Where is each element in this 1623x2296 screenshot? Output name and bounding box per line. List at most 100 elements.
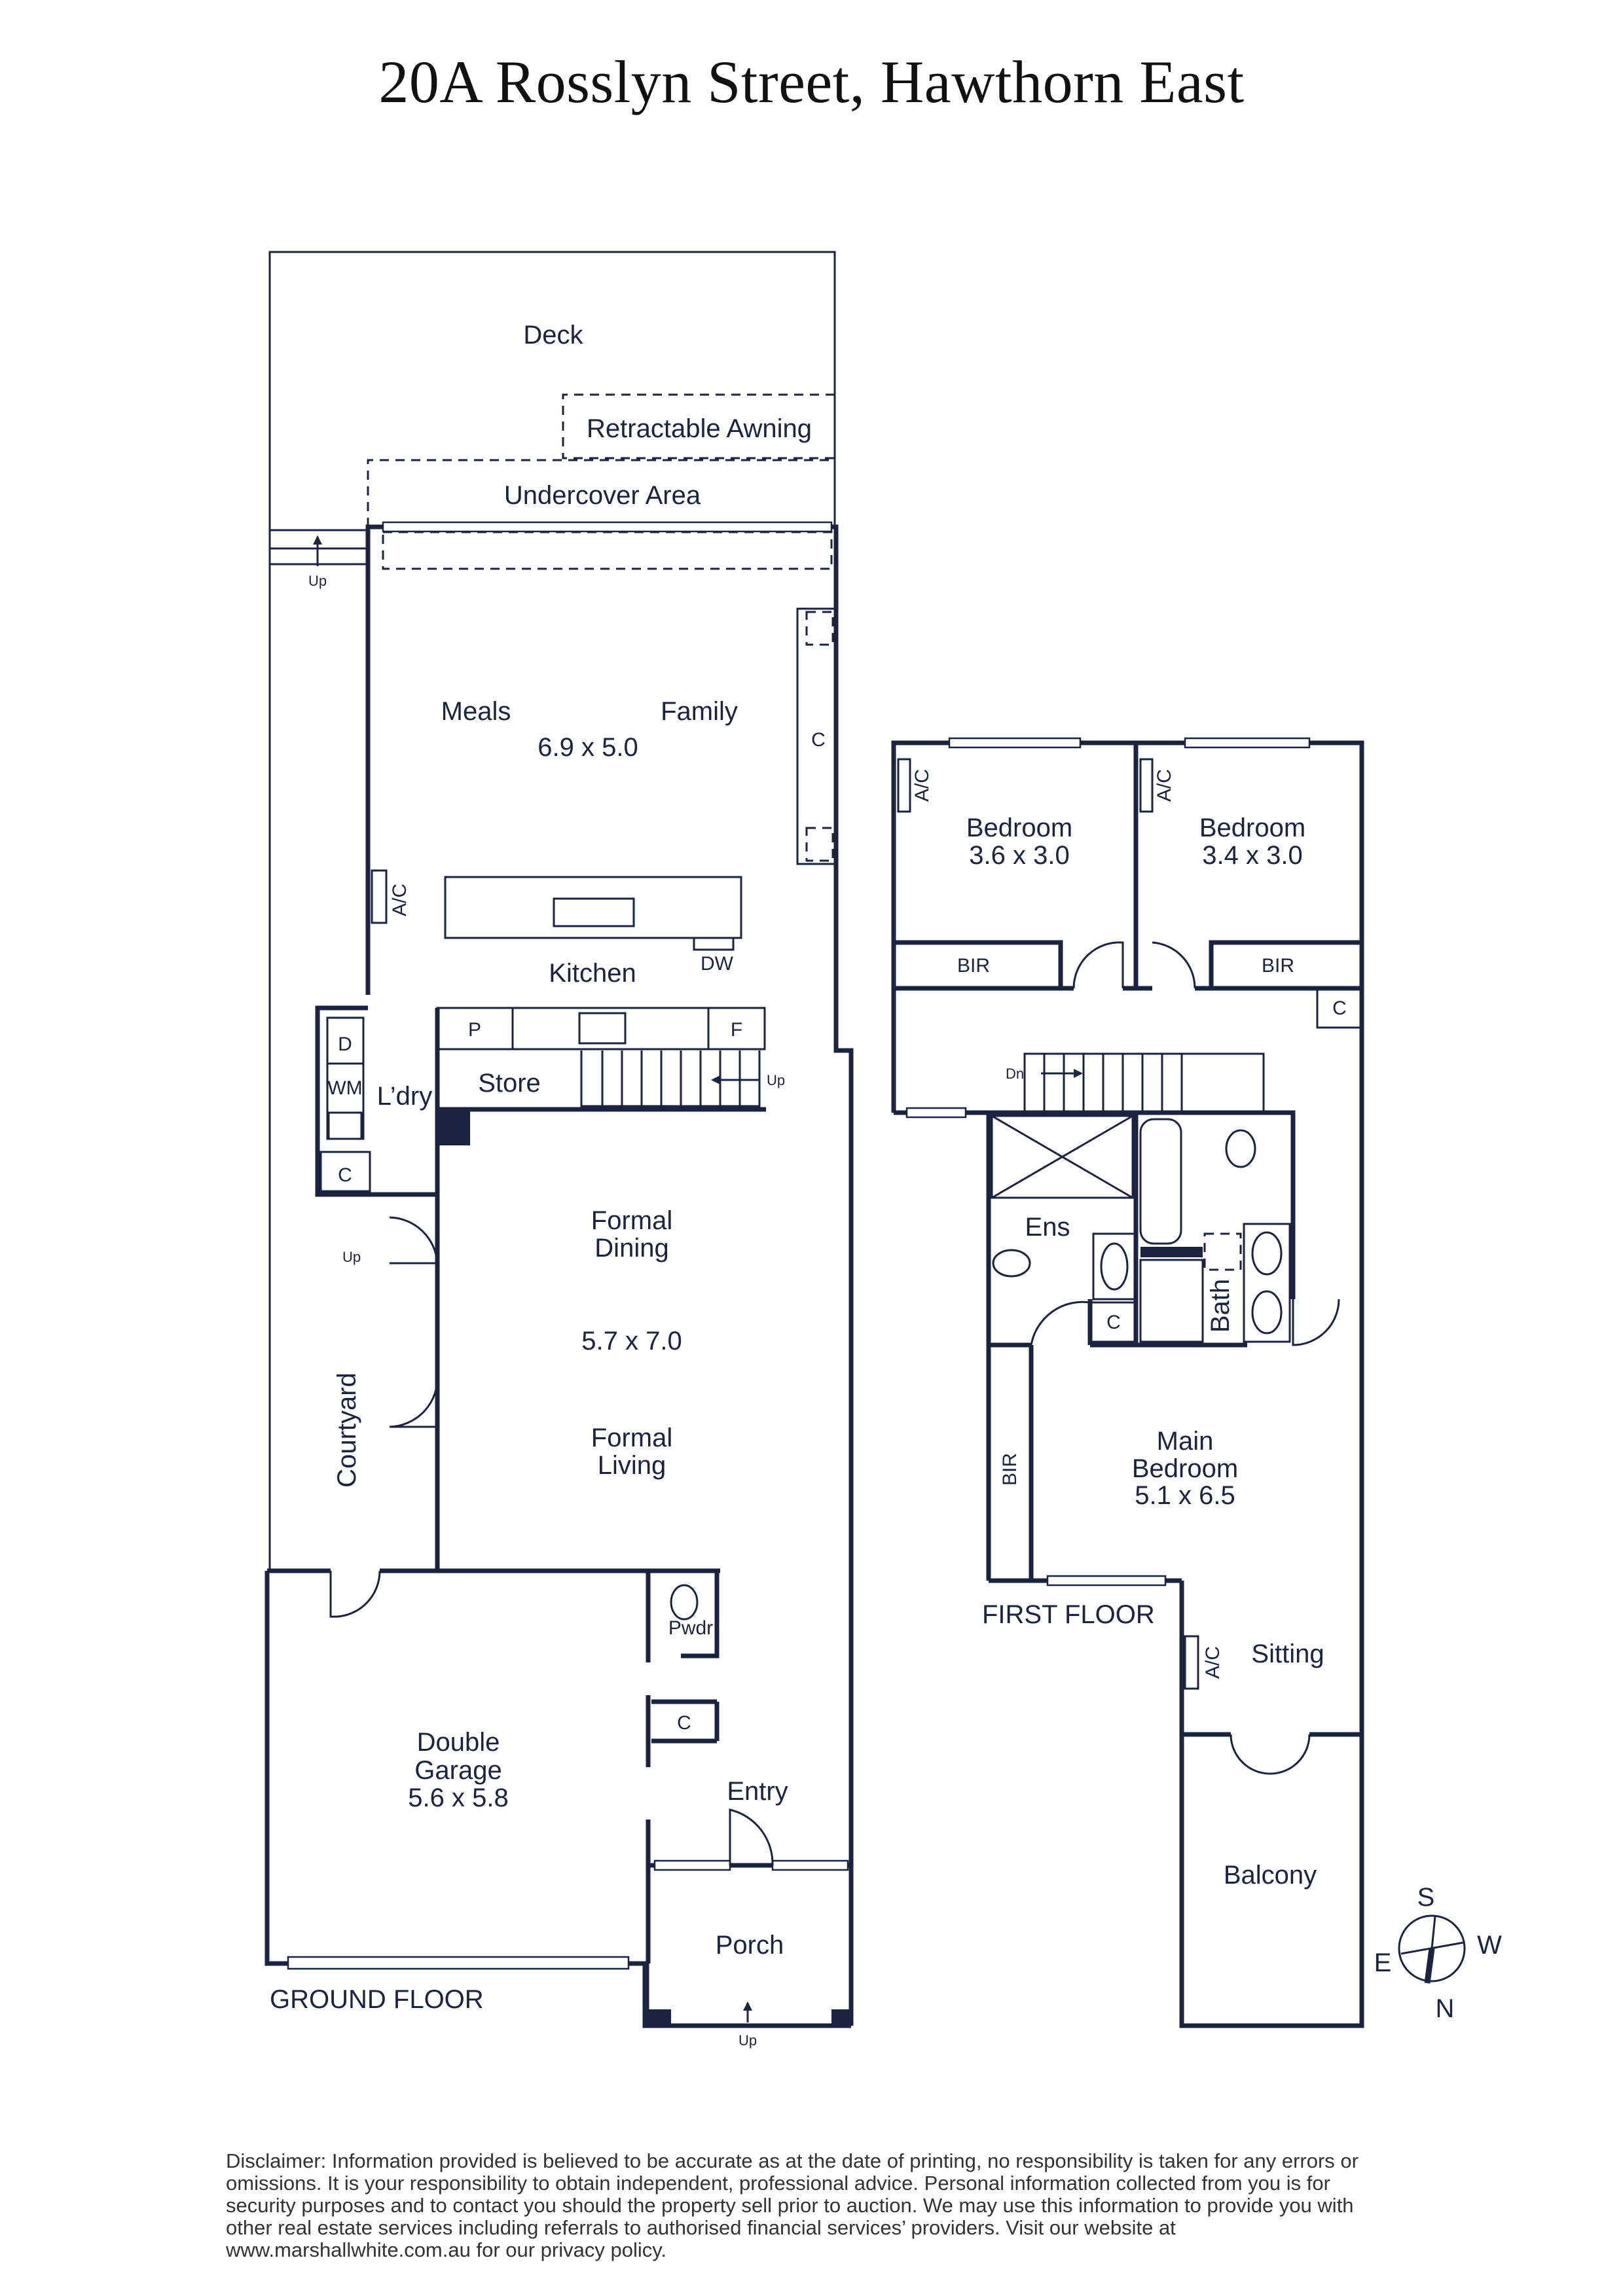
shower-bath — [1139, 1259, 1204, 1343]
ens-cupboard-label: C — [1106, 1312, 1121, 1333]
shower-ens — [991, 1115, 1134, 1199]
sitting-ac-label: A/C — [1202, 1646, 1224, 1679]
rear-window — [382, 521, 833, 533]
bir-a-label: BIR — [957, 955, 990, 977]
landing-window — [905, 1107, 967, 1119]
store-label: Store — [478, 1069, 541, 1098]
ac-unit-bed-b — [1139, 758, 1154, 813]
porch-up-label: Up — [739, 2032, 757, 2049]
entry-label: Entry — [727, 1777, 788, 1806]
courtyard-up-label: Up — [342, 1249, 361, 1265]
laundry-cupboard — [319, 1151, 371, 1193]
dn-label: Dn — [1006, 1066, 1024, 1082]
bedroom-a-label: Bedroom — [966, 814, 1072, 842]
bath-toilet — [1225, 1129, 1256, 1168]
cooktop — [578, 1012, 627, 1045]
ens-toilet — [992, 1249, 1031, 1278]
bir-b — [1209, 940, 1362, 988]
bedroom-b-door — [1152, 941, 1196, 989]
ens-label: Ens — [1025, 1213, 1070, 1242]
laundry-tub — [327, 1111, 363, 1140]
sitting-label: Sitting — [1251, 1640, 1324, 1668]
garage-side-door — [329, 1570, 381, 1618]
column — [437, 1109, 470, 1145]
ac-unit-sitting — [1184, 1635, 1199, 1690]
bedroom-a-size: 3.6 x 3.0 — [969, 841, 1069, 870]
house-outer-wall — [365, 524, 854, 1868]
deck-label: Deck — [523, 321, 583, 350]
main-bedroom-label-2: Bedroom — [1132, 1454, 1238, 1483]
bedroom-b-window — [1184, 737, 1311, 749]
powder-toilet — [670, 1584, 699, 1621]
bedroom-b-size: 3.4 x 3.0 — [1202, 841, 1302, 870]
first-floor: A/C A/C Bedroom 3.6 x 3.0 Bedroom 3.4 x … — [891, 737, 1364, 2028]
bir-main-label: BIR — [999, 1453, 1021, 1486]
ens-door — [1030, 1300, 1091, 1346]
laundry-wall — [315, 1005, 437, 1197]
speaker-bottom — [805, 827, 834, 862]
bedroom-b-label: Bedroom — [1199, 814, 1305, 842]
bed-a-ac-label: A/C — [911, 769, 933, 802]
compass-north-needle — [1424, 1948, 1435, 1984]
meals-family-size: 6.9 x 5.0 — [538, 733, 638, 762]
undercover-area-label: Undercover Area — [504, 481, 701, 510]
formal-living-label-2: Living — [598, 1451, 666, 1480]
powder-label: Pwdr — [668, 1617, 713, 1639]
formal-living-label-1: Formal — [591, 1424, 672, 1452]
first-floor-stairs — [1023, 1052, 1265, 1113]
bath-label: Bath — [1206, 1279, 1235, 1333]
ac-unit-bed-a — [897, 758, 911, 813]
formal-dining-label-1: Formal — [591, 1206, 672, 1235]
courtyard-label: Courtyard — [333, 1372, 361, 1488]
up-arrow-deck-head — [313, 535, 322, 545]
dryer-label: D — [338, 1033, 352, 1055]
formal-dining-label-2: Dining — [594, 1234, 668, 1263]
pantry-label: P — [468, 1019, 481, 1041]
dining-living-size: 5.7 x 7.0 — [581, 1327, 682, 1355]
dishwasher — [693, 937, 735, 951]
wm-label: WM — [327, 1077, 362, 1099]
compass-s: S — [1417, 1883, 1435, 1912]
bath-wall-piece — [1140, 1247, 1203, 1257]
landing-cupboard — [1316, 987, 1363, 1029]
balcony-door — [1230, 1734, 1311, 1775]
bedroom-a-door — [1072, 941, 1124, 989]
stairs-up-label: Up — [767, 1072, 785, 1088]
dw-label: DW — [701, 953, 734, 975]
double-garage-label-2: Garage — [414, 1756, 501, 1785]
shower-ens-x2 — [991, 1115, 1133, 1199]
main-bedroom-label-1: Main — [1157, 1427, 1214, 1456]
garage-door — [287, 1956, 630, 1970]
ens-cupboard — [1089, 1301, 1139, 1343]
bath-door — [1292, 1299, 1340, 1346]
ground-ac-label: A/C — [389, 884, 410, 916]
porch-post-2 — [831, 2009, 851, 2026]
ac-unit-ground — [371, 869, 388, 924]
bath-shower-head — [1203, 1232, 1242, 1271]
ground-floor: Deck Retractable Awning Undercover Area … — [264, 251, 854, 2049]
family-cupboard-label: C — [811, 729, 826, 751]
speaker-top — [805, 611, 834, 646]
first-floor-label: FIRST FLOOR — [982, 1600, 1155, 1629]
ground-stairs — [580, 1050, 761, 1107]
bir-b-label: BIR — [1262, 955, 1294, 977]
bed-b-ac-label: A/C — [1154, 769, 1175, 802]
sliding-door-track — [382, 531, 833, 570]
deck-boundary — [268, 251, 836, 1571]
undercover-area-outline — [367, 459, 835, 527]
porch-post — [645, 2009, 671, 2026]
compass-ring — [1398, 1914, 1466, 1982]
family-label: Family — [661, 697, 738, 726]
bedroom-a-window — [948, 737, 1082, 749]
bir-a — [894, 940, 1063, 988]
laundry-cupboard-label: C — [338, 1164, 352, 1186]
disclaimer-text: Disclaimer: Information provided is beli… — [226, 2149, 1359, 2261]
first-floor-outer-wall — [891, 740, 1364, 1734]
balcony-label: Balcony — [1224, 1861, 1317, 1890]
garage-wall — [264, 1571, 851, 2028]
washing-machine — [326, 1062, 365, 1140]
courtyard-door-bottom — [389, 1374, 439, 1428]
dn-arrow-head — [1074, 1069, 1083, 1078]
compass-e: E — [1374, 1948, 1392, 1977]
